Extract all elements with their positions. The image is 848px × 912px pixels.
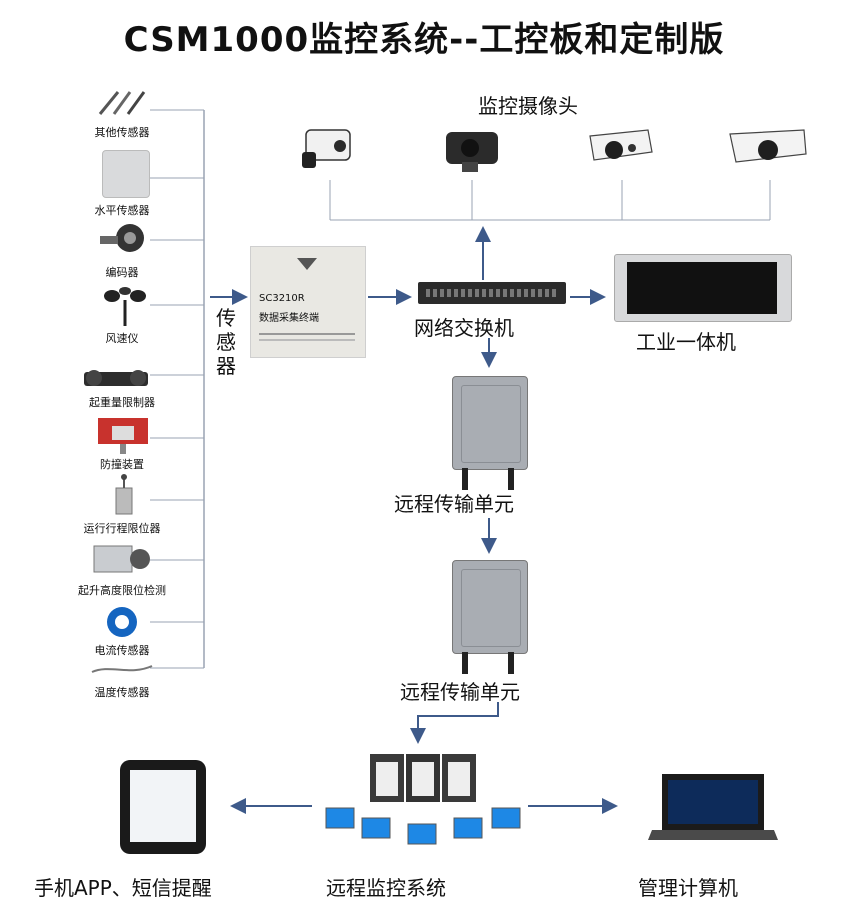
network-switch [418, 282, 566, 304]
sensor-label-4: 风速仪 [105, 332, 139, 345]
remote-unit-2-label: 远程传输单元 [400, 680, 520, 704]
computer-label: 管理计算机 [638, 876, 738, 900]
sensor-label-3: 编码器 [105, 266, 139, 279]
data-terminal: SC3210R 数据采集终端 [250, 246, 366, 358]
remote-system-label: 远程监控系统 [326, 876, 446, 900]
sensor-label-1: 其他传感器 [94, 126, 150, 139]
phone-label: 手机APP、短信提醒 [34, 876, 212, 900]
panel-pc-label: 工业一体机 [636, 330, 736, 354]
sensor-label-9: 电流传感器 [94, 644, 150, 657]
panel-pc [614, 254, 792, 322]
camera-4 [728, 126, 808, 174]
other-sensor-icon [94, 86, 150, 118]
sensor-label-5: 起重量限制器 [89, 396, 155, 409]
encoder-icon [98, 222, 150, 256]
level-sensor-icon [102, 150, 150, 198]
phone-graphic [120, 760, 206, 854]
remote-unit-1-label: 远程传输单元 [394, 492, 514, 516]
terminal-footer-line [259, 333, 355, 335]
remote-system-graphic [320, 748, 526, 860]
terminal-model: SC3210R [259, 293, 305, 304]
sensor-bus-label: 传 感 器 [216, 306, 236, 378]
phone-screen [130, 770, 196, 842]
remote-unit-1 [452, 376, 528, 470]
panel-pc-screen [627, 262, 777, 314]
remote-unit-1-panel [461, 385, 521, 463]
travel-limit-icon [110, 474, 138, 516]
camera-3 [586, 126, 656, 174]
sensor-label-10: 温度传感器 [94, 686, 150, 699]
temperature-sensor-icon [90, 660, 154, 678]
terminal-logo-icon [297, 255, 317, 270]
page-title: CSM1000监控系统--工控板和定制版 [123, 20, 725, 60]
computer-graphic [648, 772, 778, 842]
camera-1 [300, 124, 358, 174]
sensor-label-2: 水平传感器 [94, 204, 150, 217]
anemometer-icon [102, 286, 148, 326]
cameras-label: 监控摄像头 [478, 94, 578, 118]
remote-unit-2 [452, 560, 528, 654]
anti-collision-icon [96, 416, 150, 454]
antenna-icon [462, 468, 468, 490]
sensor-label-8: 起升高度限位检测 [78, 584, 166, 597]
current-sensor-icon [98, 604, 146, 640]
antenna-icon [508, 468, 514, 490]
camera-2 [442, 126, 502, 174]
antenna-icon [462, 652, 468, 674]
height-limit-icon [92, 540, 152, 578]
sensor-label-6: 防撞装置 [100, 458, 144, 471]
switch-ports [426, 289, 556, 297]
remote-unit-2-panel [461, 569, 521, 647]
terminal-footer-line-2 [259, 339, 355, 341]
load-limiter-icon [80, 364, 152, 392]
terminal-name: 数据采集终端 [259, 313, 319, 324]
antenna-icon [508, 652, 514, 674]
switch-label: 网络交换机 [414, 316, 514, 340]
sensor-label-7: 运行行程限位器 [83, 522, 161, 535]
